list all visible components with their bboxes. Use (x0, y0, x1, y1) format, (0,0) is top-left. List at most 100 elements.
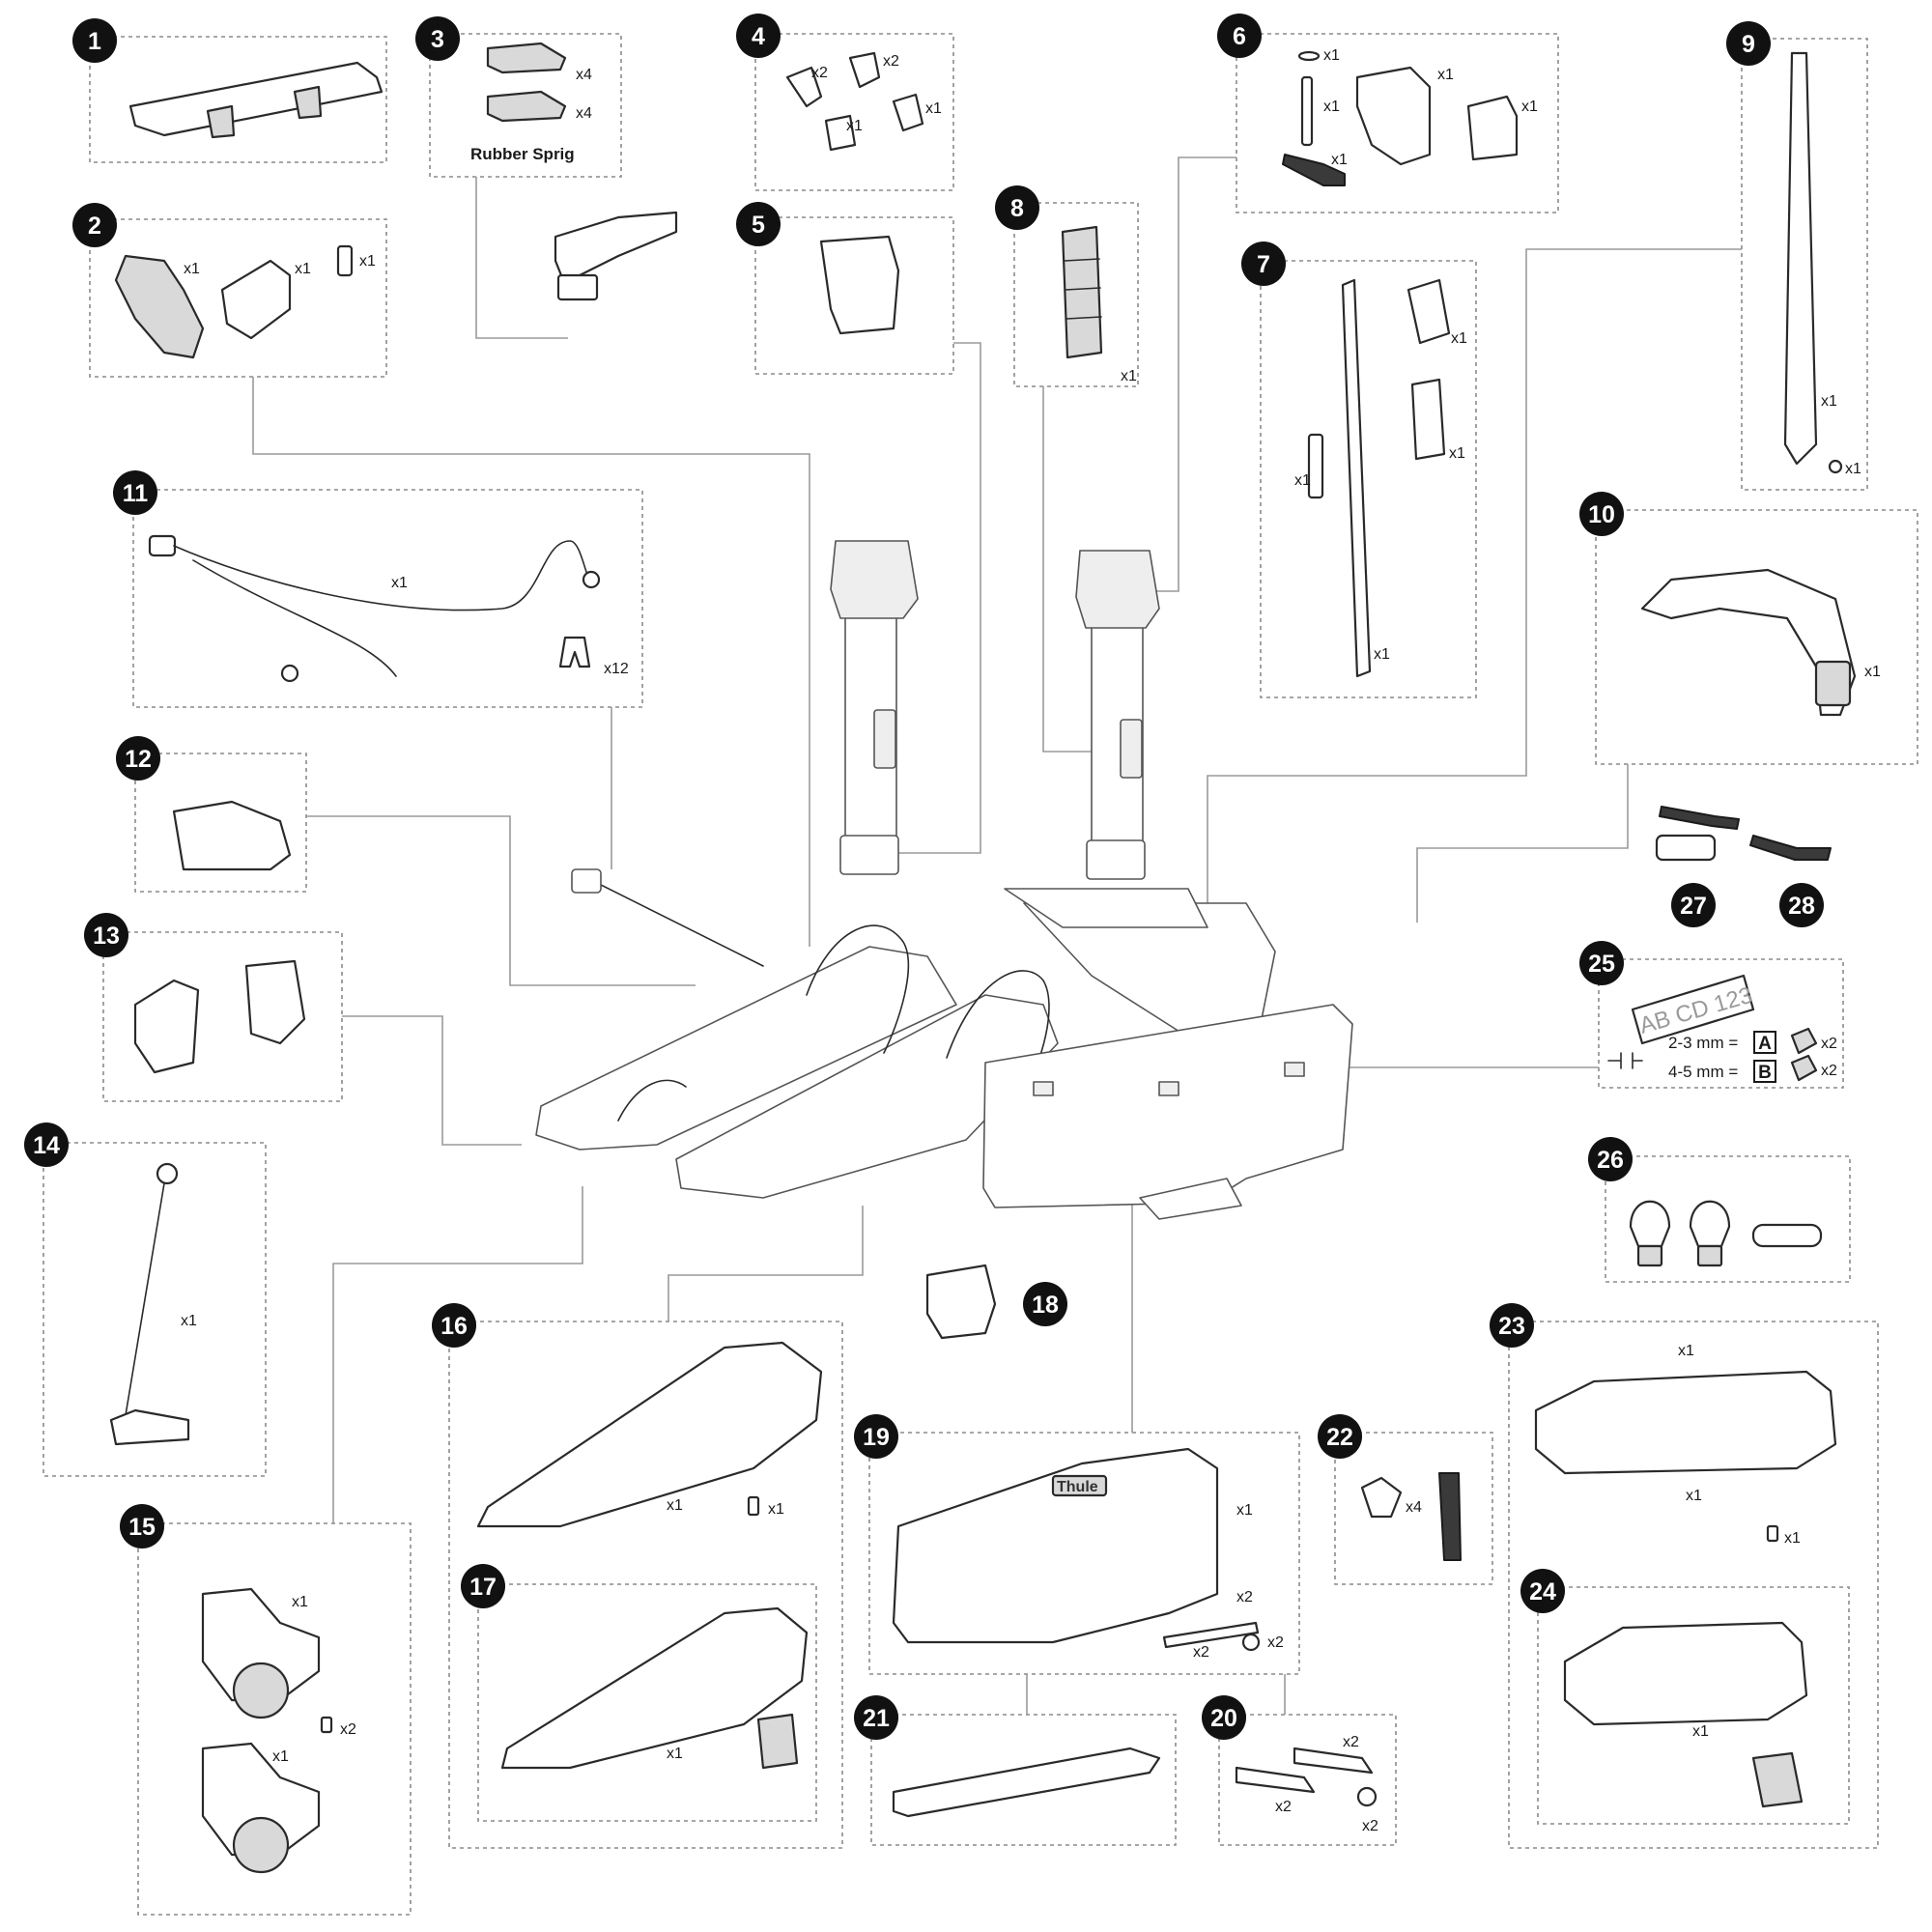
part-box-24 (1537, 1586, 1850, 1825)
qty-label: x1 (1821, 393, 1837, 410)
rear-rail (1004, 888, 1208, 928)
svg-text:23: 23 (1498, 1313, 1525, 1340)
qty-label: x1 (391, 575, 408, 591)
badge-7: 7 (1241, 242, 1286, 286)
qty-label: x1 (1692, 1723, 1709, 1740)
leader-line-9 (1207, 248, 1742, 1087)
qty-label: x1 (359, 253, 376, 270)
badge-18: 18 (1023, 1282, 1067, 1326)
part-9-strap (1783, 51, 1843, 474)
bike-carrier-assembly (535, 540, 1353, 1220)
svg-text:17: 17 (469, 1574, 497, 1601)
qty-label: x2 (1267, 1634, 1284, 1651)
right-arm-head (1075, 550, 1160, 629)
svg-text:12: 12 (125, 746, 152, 773)
qty-label: x2 (1236, 1589, 1253, 1605)
qty-label: x2 (1821, 1036, 1837, 1052)
plate-holder (982, 1004, 1353, 1208)
leader-line-6 (1154, 156, 1236, 592)
part-box-22 (1334, 1432, 1493, 1585)
part-box-10 (1595, 509, 1918, 765)
qty-label: x4 (576, 105, 592, 122)
svg-text:1: 1 (88, 28, 101, 55)
part-1-rail (128, 61, 384, 139)
qty-label: x12 (604, 661, 629, 677)
number-badges: 1 2 3 4 5 6 7 8 9 10 11 12 13 14 15 16 1… (24, 14, 1824, 1740)
part-23-cover (1534, 1370, 1837, 1543)
part-10-handle (1640, 568, 1857, 717)
part-24-cover (1563, 1621, 1808, 1808)
part-12-wedge (172, 800, 292, 871)
leader-line-16 (668, 1206, 864, 1321)
left-arm-head (830, 540, 919, 619)
rubber-sprig-label: Rubber Sprig (470, 145, 575, 163)
badge-25: 25 (1579, 941, 1624, 985)
part-20-bolts (1235, 1747, 1378, 1807)
badge-10: 10 (1579, 492, 1624, 536)
foot-pedal (1139, 1178, 1242, 1220)
qty-label: x2 (1193, 1644, 1209, 1661)
part-18-bracket (925, 1264, 997, 1340)
svg-text:26: 26 (1597, 1147, 1624, 1174)
svg-text:16: 16 (440, 1313, 468, 1340)
badge-3: 3 (415, 16, 460, 61)
part-8-grip (1061, 225, 1103, 359)
badge-24: 24 (1520, 1569, 1565, 1613)
part-17-cover (500, 1606, 809, 1770)
badge-27: 27 (1671, 883, 1716, 927)
part-box-11 (132, 489, 643, 708)
qty-label: x1 (1374, 646, 1390, 663)
part-14-lever (109, 1162, 190, 1446)
part-box-16 (448, 1321, 843, 1849)
part-box-8 (1013, 202, 1139, 387)
part-2-clamps (114, 244, 354, 359)
qty-label: x1 (1449, 445, 1465, 462)
badge-5: 5 (736, 202, 781, 246)
lock-cable-end (571, 868, 602, 894)
badge-15: 15 (120, 1504, 164, 1548)
svg-text:3: 3 (431, 26, 444, 53)
right-arm-collar (1086, 839, 1146, 880)
svg-text:5: 5 (752, 212, 765, 239)
qty-label: x2 (1362, 1818, 1378, 1834)
part-box-12 (134, 753, 307, 893)
badge-4: 4 (736, 14, 781, 58)
badge-17: 17 (461, 1564, 505, 1608)
qty-label: x1 (925, 100, 942, 117)
right-arm-strap (1120, 719, 1143, 779)
svg-text:15: 15 (128, 1514, 156, 1541)
part-28-key (1749, 835, 1832, 861)
svg-text:24: 24 (1529, 1578, 1556, 1605)
part-21-bar (892, 1747, 1161, 1818)
svg-text:10: 10 (1588, 501, 1615, 528)
badge-20: 20 (1202, 1695, 1246, 1740)
badge-8: 8 (995, 185, 1039, 230)
svg-text:14: 14 (33, 1132, 60, 1159)
badge-19: 19 (854, 1414, 898, 1459)
part-22-clips (1360, 1472, 1462, 1561)
svg-text:19: 19 (863, 1424, 890, 1451)
qty-label: x2 (1821, 1063, 1837, 1079)
svg-text:4: 4 (752, 23, 765, 50)
qty-label: x1 (768, 1501, 784, 1518)
left-arm-strap (873, 709, 896, 769)
part-box-14 (43, 1142, 267, 1477)
qty-label: x1 (292, 1594, 308, 1610)
svg-text:21: 21 (863, 1705, 890, 1732)
badge-6: 6 (1217, 14, 1262, 58)
leader-line-2 (252, 377, 810, 947)
badge-12: 12 (116, 736, 160, 781)
svg-text:2: 2 (88, 213, 101, 240)
badge-9: 9 (1726, 21, 1771, 66)
qty-label: x1 (1437, 67, 1454, 83)
leader-line-3 (475, 177, 568, 339)
qty-label: x1 (1331, 152, 1348, 168)
badge-13: 13 (84, 913, 128, 957)
qty-label: x2 (811, 65, 828, 81)
svg-text:28: 28 (1788, 893, 1815, 920)
qty-label: x1 (667, 1497, 683, 1514)
part-box-25 (1598, 958, 1844, 1089)
badge-1: 1 (72, 18, 117, 63)
spacer-size-legend: 2-3 mm = A 4-5 mm = B (1668, 1031, 1776, 1083)
qty-label: x1 (1451, 330, 1467, 347)
